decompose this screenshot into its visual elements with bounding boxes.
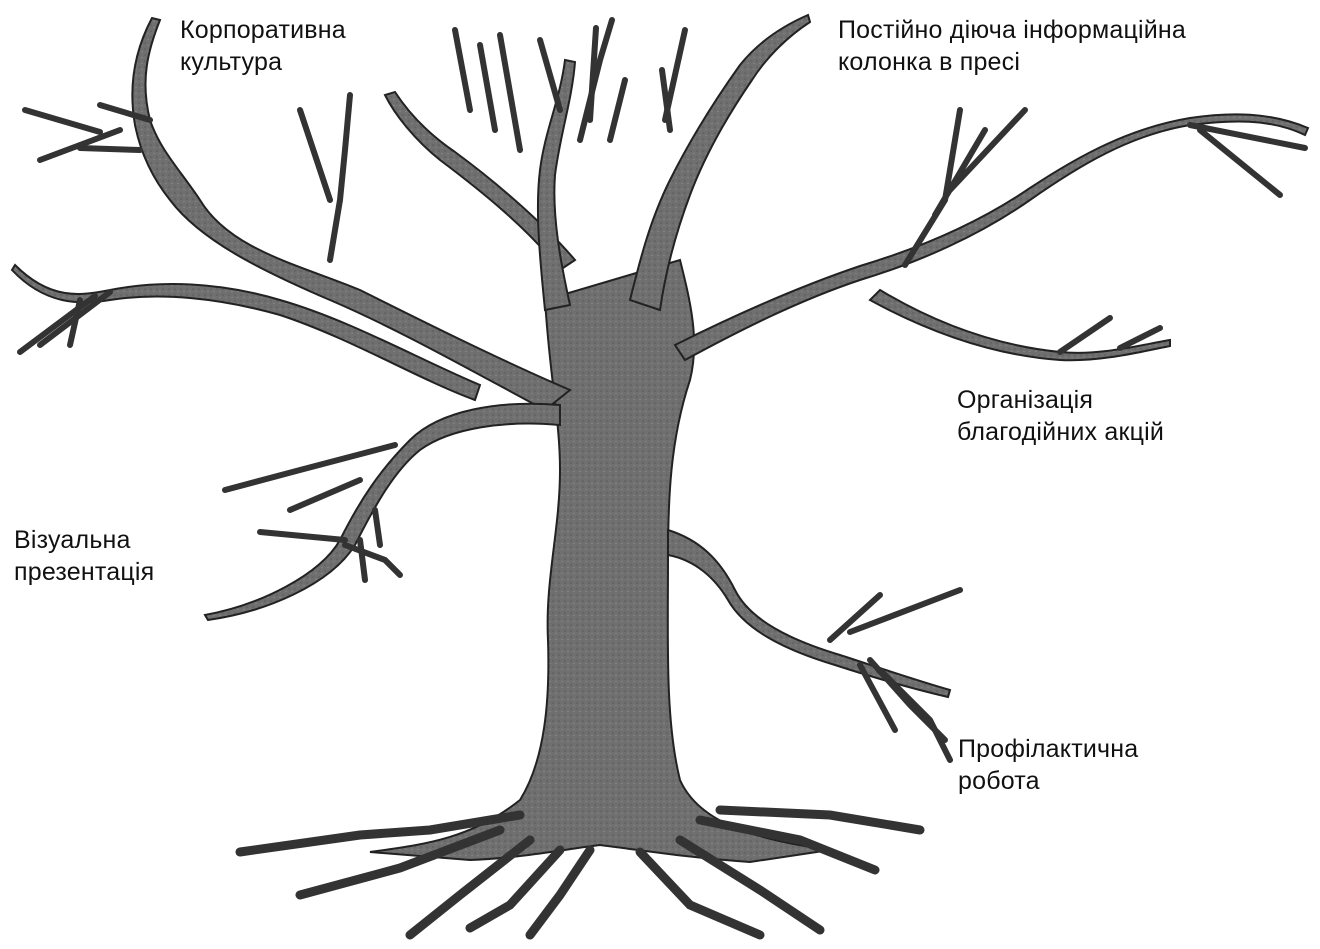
label-press-column: Постійно діюча інформаційна колонка в пр… [838, 14, 1186, 78]
label-visual-presentation: Візуальна презентація [14, 524, 154, 588]
label-press-column-line2: колонка в пресі [838, 46, 1186, 78]
label-visual-presentation-line2: презентація [14, 556, 154, 588]
label-charity-line1: Організація [957, 384, 1164, 416]
label-corporate-culture-line1: Корпоративна [180, 14, 346, 46]
label-corporate-culture-line2: культура [180, 46, 346, 78]
label-prevention-work-line1: Профілактична [958, 733, 1138, 765]
branch-right-long [675, 114, 1308, 360]
label-charity: Організація благодійних акцій [957, 384, 1164, 448]
label-corporate-culture: Корпоративна культура [180, 14, 346, 78]
label-prevention-work-line2: робота [958, 765, 1138, 797]
label-prevention-work: Профілактична робота [958, 733, 1138, 797]
branch-charity [870, 290, 1170, 360]
branch-prevention [668, 530, 950, 697]
branch-right-top [630, 15, 810, 310]
label-charity-line2: благодійних акцій [957, 416, 1164, 448]
branch-visual [205, 404, 560, 620]
label-press-column-line1: Постійно діюча інформаційна [838, 14, 1186, 46]
label-visual-presentation-line1: Візуальна [14, 524, 154, 556]
